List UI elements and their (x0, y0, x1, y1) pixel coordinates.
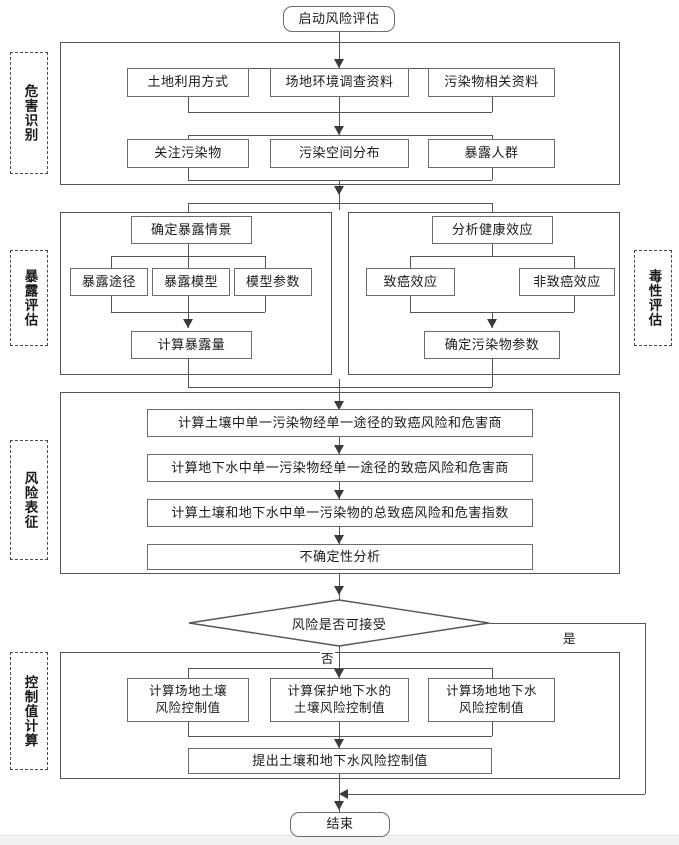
node-toxicity-health-effects[interactable]: 分析健康效应 (432, 216, 553, 244)
node-risk-total[interactable]: 计算土壤和地下水中单一污染物的总致癌风险和危害指数 (147, 499, 533, 527)
node-start[interactable]: 启动风险评估 (283, 6, 395, 32)
connector-row1-to-row2 (339, 112, 340, 135)
connector-health-to-effects (492, 244, 493, 256)
node-exposure-pathway[interactable]: 暴露途径 (70, 268, 148, 296)
node-risk-groundwater-single[interactable]: 计算地下水中单一污染物经单一途径的致癌风险和危害商 (147, 454, 533, 482)
node-control-protect-groundwater[interactable]: 计算保护地下水的土壤风险控制值 (270, 678, 409, 722)
bracket-bot-control (188, 736, 492, 737)
connector-toxicity-out (492, 359, 493, 387)
bracket-exp-f2-drop (188, 256, 189, 268)
node-control-site-groundwater[interactable]: 计算场地地下水风险控制值 (428, 678, 555, 722)
bracket-bot-row2-right-rise (492, 168, 493, 180)
node-toxicity-carcinogenic[interactable]: 致癌效应 (366, 268, 455, 296)
connector-exposure-out (188, 359, 189, 387)
bracket-stage2-left-drop (188, 203, 189, 213)
connector-decision-yes-down (645, 623, 646, 794)
bracket-bot-row2 (188, 180, 492, 181)
stage-label-control: 控制值计算 (10, 652, 48, 770)
bracket-stage2-right-drop (492, 203, 493, 213)
section-risk (60, 392, 620, 574)
connector-decision-yes-out (489, 623, 645, 624)
bracket-tox-e1-drop (410, 256, 411, 268)
bracket-bot-row1-right-rise (492, 97, 493, 112)
node-end[interactable]: 结束 (290, 812, 390, 837)
bracket-top-toxicity-effects (410, 256, 574, 257)
bracket-stage2-split (188, 203, 492, 204)
bracket-exp-f3-drop (265, 256, 266, 268)
node-hazard-site-survey[interactable]: 场地环境调查资料 (270, 68, 409, 97)
bracket-control-c1-rise (188, 722, 189, 736)
node-hazard-spatial-distribution[interactable]: 污染空间分布 (270, 139, 409, 168)
bracket-bot-row1-left-rise (188, 97, 189, 112)
node-hazard-land-use[interactable]: 土地利用方式 (127, 68, 249, 97)
node-exposure-model[interactable]: 暴露模型 (152, 268, 230, 296)
node-risk-uncertainty[interactable]: 不确定性分析 (147, 544, 533, 570)
bracket-tox-e1-rise (410, 296, 411, 312)
bracket-bot-row1 (188, 112, 492, 113)
stage-label-exposure: 暴露评估 (10, 250, 48, 346)
bracket-bot-row1-mid-rise (339, 97, 340, 112)
node-risk-soil-single[interactable]: 计算土壤中单一污染物经单一途径的致癌风险和危害商 (147, 409, 533, 437)
connector-start-to-hazard (339, 32, 340, 68)
arrow-risk-1-2 (334, 445, 344, 454)
bracket-exp-f3-rise (265, 296, 266, 312)
bracket-control-c3-drop (492, 668, 493, 678)
bracket-top-row2 (188, 135, 492, 136)
connector-decision-no (339, 646, 340, 680)
bracket-bot-row2-left-rise (188, 168, 189, 180)
arrow-risk-3-4 (334, 535, 344, 544)
section-exposure (60, 212, 332, 375)
bracket-exp-f1-rise (111, 296, 112, 312)
bracket-control-c1-drop (188, 668, 189, 678)
node-control-result[interactable]: 提出土壤和地下水风险控制值 (188, 748, 492, 774)
bracket-tox-e2-rise (574, 296, 575, 312)
arrow-risk-to-decision (334, 586, 344, 595)
connector-control-to-result (339, 722, 340, 748)
bracket-exp-f1-drop (111, 256, 112, 268)
bracket-tox-e2-drop (574, 256, 575, 268)
node-exposure-result[interactable]: 计算暴露量 (131, 331, 252, 359)
node-hazard-pollutant-data[interactable]: 污染物相关资料 (428, 68, 555, 97)
arrow-stage2-to-stage3 (334, 401, 344, 410)
connector-hazard-to-stage2 (339, 180, 340, 210)
node-toxicity-non-carcinogenic[interactable]: 非致癌效应 (519, 268, 615, 296)
decision-no-label: 否 (320, 648, 335, 667)
stage-label-risk: 风险表征 (10, 440, 48, 560)
node-hazard-target-pollutants[interactable]: 关注污染物 (127, 139, 249, 168)
arrow-to-toxicity-result (487, 319, 497, 328)
arrow-row1-to-row2 (334, 126, 344, 135)
stage-label-hazard: 危害识别 (10, 52, 48, 174)
decision-yes-label: 是 (562, 628, 577, 647)
connector-stage2-to-stage3 (339, 379, 340, 407)
arrow-yes-to-end (339, 789, 348, 799)
arrow-to-exposure-result (183, 319, 193, 328)
connector-scenario-to-factors (188, 244, 189, 256)
arrow-hazard-to-stage2 (334, 186, 344, 195)
arrow-decision-no (334, 669, 344, 678)
node-toxicity-result[interactable]: 确定污染物参数 (424, 331, 560, 359)
section-control (60, 652, 620, 779)
arrow-risk-2-3 (334, 490, 344, 499)
decision-shape (188, 599, 490, 647)
section-hazard (60, 42, 620, 185)
connector-yes-to-end (344, 794, 645, 795)
arrow-start-to-hazard (334, 59, 344, 68)
bracket-control-c3-rise (492, 722, 493, 736)
node-exposure-scenario[interactable]: 确定暴露情景 (131, 216, 252, 244)
bracket-top-control (188, 668, 492, 669)
node-hazard-exposed-population[interactable]: 暴露人群 (428, 139, 555, 168)
node-control-site-soil[interactable]: 计算场地土壤风险控制值 (127, 678, 249, 722)
section-toxicity (348, 212, 620, 375)
decision-risk-acceptable[interactable]: 风险是否可接受 (188, 599, 490, 647)
node-exposure-model-params[interactable]: 模型参数 (234, 268, 312, 296)
arrow-control-to-result (334, 739, 344, 748)
connector-factors-to-exposure-result (188, 296, 189, 328)
stage-label-toxicity: 毒性评估 (634, 250, 672, 346)
bracket-stage2-merge (188, 387, 492, 388)
arrow-to-end (334, 801, 344, 810)
